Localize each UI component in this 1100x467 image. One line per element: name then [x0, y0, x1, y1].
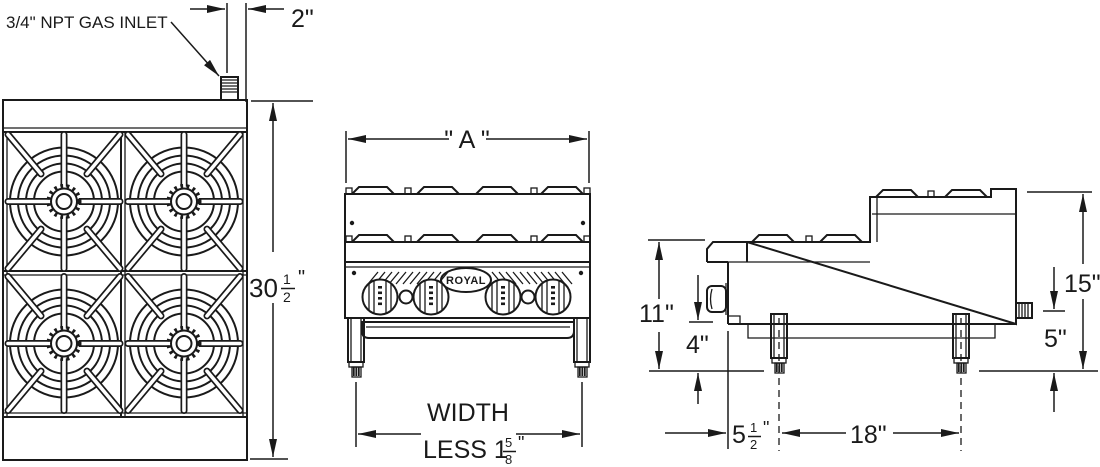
- front-view: ROYAL: [344, 186, 591, 378]
- leader-line: [170, 21, 220, 77]
- dim-width-a-text: " A ": [444, 126, 490, 154]
- screw: [349, 220, 355, 226]
- side-view: [706, 188, 1033, 451]
- dim-overall-height-text: 15": [1064, 270, 1100, 298]
- control-knob-side[interactable]: [706, 283, 727, 315]
- gas-inlet-side: [1015, 302, 1033, 319]
- screw: [578, 270, 584, 276]
- burner-knob[interactable]: [484, 278, 522, 316]
- dim-overall-depth: 30 1 2 ": [249, 100, 313, 460]
- burner-grate: [128, 135, 240, 269]
- vent-right: [491, 271, 573, 285]
- burner-knob[interactable]: [534, 278, 572, 316]
- brand-text: ROYAL: [446, 275, 486, 287]
- burner-grate: [128, 277, 240, 411]
- front-body: [344, 193, 591, 319]
- vent-left: [367, 271, 449, 285]
- dim-inlet-height-text: 5": [1044, 325, 1067, 353]
- brand-logo: ROYAL: [440, 267, 492, 293]
- grate-row-mid: [345, 234, 591, 243]
- dim-width-note: WIDTH LESS 1 5 8 ": [355, 382, 583, 467]
- gas-inlet-annotation: 3/4" NPT GAS INLET: [6, 13, 220, 77]
- dim-leg-spacing: 18": [850, 421, 959, 449]
- dim-width-note-line1: WIDTH: [427, 399, 509, 427]
- dim-inlet-height: 5": [1043, 267, 1067, 412]
- screw: [351, 270, 357, 276]
- dim-leg-spacing-text: 18": [850, 421, 887, 449]
- control-panel: ROYAL: [361, 267, 573, 316]
- grate-row-top: [345, 186, 591, 195]
- burner-grate: [8, 135, 120, 269]
- dim-overall-height: 15": [1027, 191, 1100, 369]
- pilot-opening: [520, 289, 536, 305]
- dim-width-note-line2: LESS 1 5 8 ": [423, 433, 524, 467]
- pilot-opening: [398, 289, 414, 305]
- screw: [580, 220, 586, 226]
- dim-leg-height: 4": [686, 275, 713, 404]
- burner-knob[interactable]: [412, 278, 450, 316]
- dim-overall-depth-text: 30 1 2 ": [249, 267, 305, 306]
- grate-profile-front: [749, 234, 865, 243]
- bottom-pan: [747, 324, 996, 339]
- dim-front-leg-offset: 5 1 2 ": [665, 331, 846, 453]
- burner-knob[interactable]: [361, 278, 399, 316]
- dim-width-a: " A ": [345, 126, 590, 183]
- grate-profile-rear: [873, 189, 990, 198]
- dim-front-leg-offset-text: 5 1 2 ": [732, 418, 769, 453]
- dim-inlet-offset-text: 2": [291, 5, 314, 33]
- top-view-outline: [2, 99, 248, 461]
- side-body-outline: [706, 188, 1017, 326]
- gas-inlet-label: 3/4" NPT GAS INLET: [6, 13, 168, 32]
- dim-front-height-text: 11": [639, 300, 674, 328]
- top-view: [2, 76, 248, 461]
- dim-front-height: 11": [639, 239, 705, 369]
- tray-lip: [728, 315, 741, 324]
- burner-grate: [8, 277, 120, 411]
- dim-inlet-offset: 2": [190, 3, 314, 102]
- dim-leg-height-text: 4": [686, 331, 709, 359]
